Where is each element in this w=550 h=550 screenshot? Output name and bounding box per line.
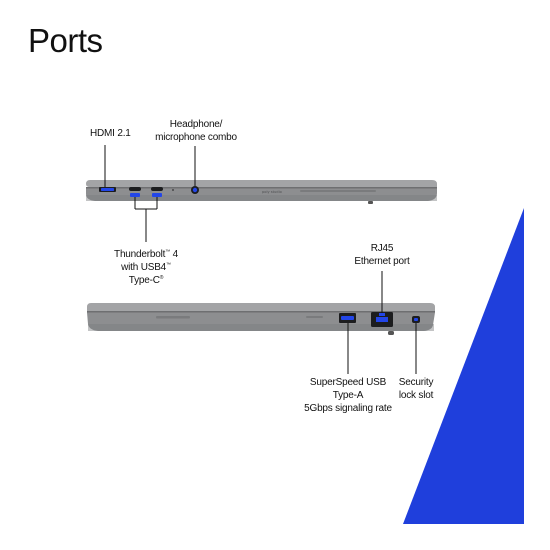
thunderbolt-label: Thunderbolt™ 4 with USB4™ Type-C® <box>114 249 178 286</box>
laptop-vent <box>156 316 190 319</box>
laptop-right-side-view <box>87 271 435 374</box>
thunderbolt-port-1 <box>129 187 141 191</box>
laptop-vent <box>300 190 376 192</box>
laptop-seam <box>86 187 437 189</box>
laptop-foot <box>388 331 394 335</box>
usb-a-label: SuperSpeed USB Type-A 5Gbps signaling ra… <box>304 377 392 414</box>
rj45-label: RJ45 Ethernet port <box>354 243 410 267</box>
laptop-lid <box>87 303 435 311</box>
hdmi-label: HDMI 2.1 <box>90 128 131 139</box>
laptop-lid <box>86 180 437 187</box>
laptop-brand: poly studio <box>262 190 282 194</box>
laptop-left-side-view: poly studio <box>86 145 437 242</box>
headphone-label: Headphone/ microphone combo <box>155 119 237 143</box>
laptop-seam <box>87 311 435 313</box>
page-title: Ports <box>28 22 103 59</box>
laptop-foot <box>368 201 373 204</box>
thunderbolt-port-2 <box>151 187 163 191</box>
accent-triangle <box>403 208 524 524</box>
security-lock-label: Security lock slot <box>398 377 434 401</box>
